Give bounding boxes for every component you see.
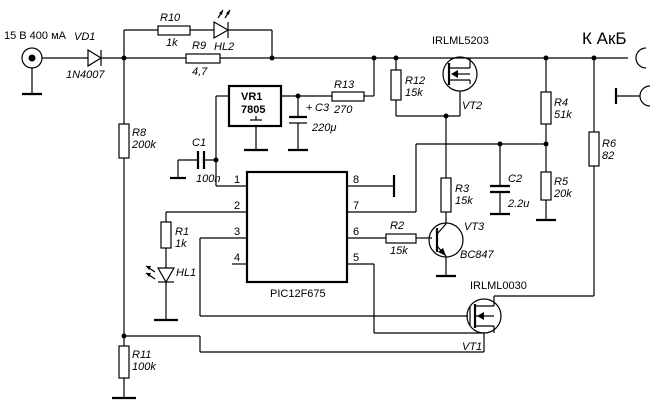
hl2-led [213, 9, 231, 40]
vr1-regulator [227, 84, 283, 128]
pin-8: 8 [353, 174, 359, 186]
r12-resistor [390, 69, 402, 101]
pin-1: 1 [234, 174, 240, 186]
vt3-transistor [428, 222, 464, 258]
r5-ref: R5 [554, 176, 569, 188]
hl1-led [145, 265, 176, 284]
pin-2: 2 [234, 200, 240, 212]
r6-resistor [588, 131, 600, 167]
r3-resistor [440, 177, 452, 213]
vt1-value: IRLML0030 [470, 280, 527, 292]
r11-value: 100k [132, 361, 156, 373]
r9-resistor [185, 53, 221, 64]
r13-resistor [331, 91, 365, 102]
vd1-diode [87, 48, 103, 68]
vt3-ref: VT3 [464, 221, 485, 233]
pin-3: 3 [234, 226, 240, 238]
r2-value: 15k [390, 245, 408, 257]
r4-value: 51k [554, 109, 572, 121]
vd1-value: 1N4007 [66, 69, 105, 81]
c1-value: 100n [196, 173, 220, 185]
input-label: 15 В 400 мА [4, 30, 67, 42]
r5-value: 20k [553, 188, 572, 200]
r4-resistor [540, 91, 552, 125]
r13-value: 270 [333, 104, 353, 116]
c2-ref: C2 [508, 173, 522, 185]
r9-value: 4,7 [192, 66, 208, 78]
r1-value: 1k [175, 238, 187, 250]
vt1-ref: VT1 [462, 341, 482, 353]
r9-ref: R9 [192, 40, 206, 52]
vt2-mosfet [442, 56, 478, 92]
c2-value: 2.2u [507, 198, 529, 210]
r8-resistor [118, 123, 130, 159]
output-label: К АкБ [582, 29, 627, 48]
r11-ref: R11 [132, 349, 151, 361]
r10-value: 1k [166, 37, 178, 49]
r6-value: 82 [602, 150, 614, 162]
r10-resistor [157, 25, 191, 36]
vr1-value: 7805 [241, 104, 265, 116]
r13-ref: R13 [334, 79, 355, 91]
pin-7: 7 [353, 200, 359, 212]
pic12f675-ic [245, 170, 349, 284]
r6-ref: R6 [602, 138, 617, 150]
input-jack [21, 47, 43, 96]
r4-ref: R4 [554, 97, 568, 109]
c1-ref: C1 [192, 137, 206, 149]
r5-resistor [540, 171, 552, 201]
c3-value: 220μ [311, 122, 336, 134]
r8-value: 200k [131, 139, 156, 151]
pin-5: 5 [353, 252, 359, 264]
vt3-value: BC847 [460, 249, 495, 261]
r2-ref: R2 [390, 220, 404, 232]
vt2-ref: VT2 [462, 100, 482, 112]
r1-resistor [160, 221, 172, 249]
vt2-value: IRLML5203 [432, 35, 489, 47]
r12-value: 15k [405, 87, 423, 99]
pin-6: 6 [353, 226, 359, 238]
vr1-ref: VR1 [241, 91, 262, 103]
r1-ref: R1 [175, 226, 189, 238]
output-connector [594, 47, 650, 107]
hl2-ref: HL2 [214, 41, 234, 53]
r12-ref: R12 [405, 75, 425, 87]
c3-ref: C3 [315, 102, 330, 114]
pin-4: 4 [234, 252, 240, 264]
r3-value: 15k [455, 195, 473, 207]
vt1-mosfet [466, 296, 502, 334]
r3-ref: R3 [455, 183, 470, 195]
c3-polarity: + [306, 102, 312, 114]
r8-ref: R8 [132, 127, 147, 139]
r11-resistor [118, 345, 130, 379]
vd1-ref: VD1 [74, 31, 95, 43]
r2-resistor [385, 233, 417, 244]
r10-ref: R10 [160, 12, 181, 24]
ic-label: PIC12F675 [270, 288, 326, 300]
hl1-ref: HL1 [176, 267, 196, 279]
